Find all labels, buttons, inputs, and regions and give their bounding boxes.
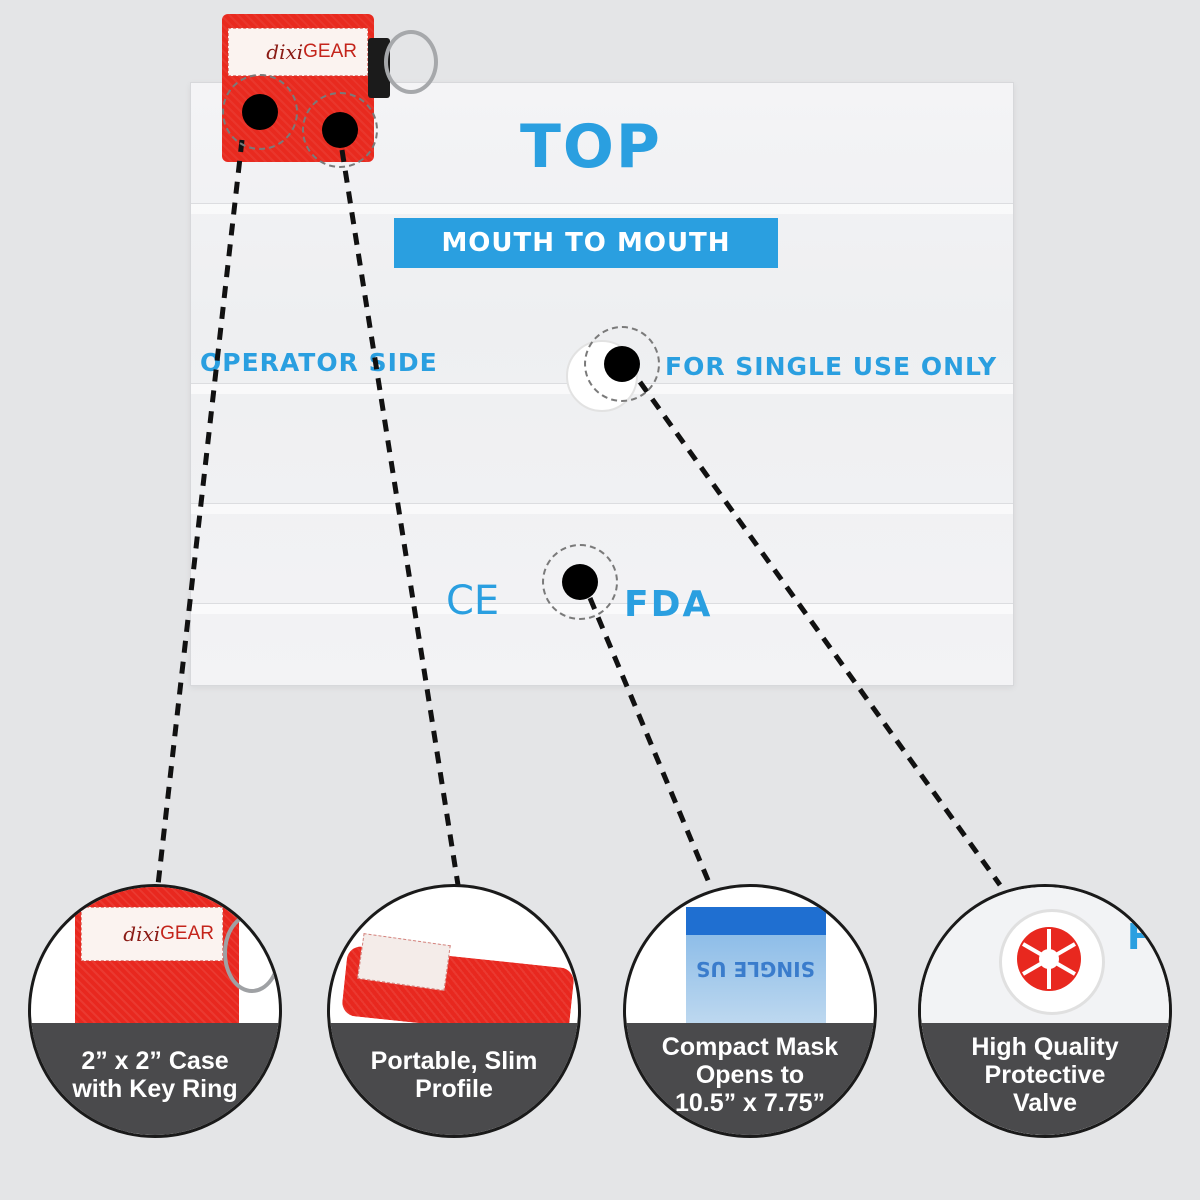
valve-hub (1039, 949, 1059, 969)
caption-line: 2” x 2” Case (81, 1047, 229, 1075)
sheet-fold (191, 503, 1013, 514)
feature-case: dixi GEAR 2” x 2” Case with Key Ring (28, 884, 282, 1138)
sheet-fda-text: FDA (624, 584, 713, 625)
feature-caption: Portable, Slim Profile (330, 1023, 578, 1135)
mask-bag-band (686, 907, 826, 935)
feature-valve: F High Quality Protective Valve (918, 884, 1172, 1138)
hotspot-mask[interactable] (542, 544, 618, 620)
hotspot-case[interactable] (222, 74, 298, 150)
sheet-ce-mark: CE (446, 578, 500, 624)
feature-caption: Compact Mask Opens to 10.5” x 7.75” (626, 1023, 874, 1135)
brand-suffix: GEAR (160, 923, 214, 944)
caption-line: Opens to (695, 1061, 805, 1089)
mask-bag-text: SINGLE US (696, 957, 816, 981)
case-brand-label: dixi GEAR (81, 907, 223, 961)
brand-suffix: GEAR (303, 41, 357, 62)
case-brand-label: dixi GEAR (228, 28, 368, 76)
caption-line: Profile (415, 1075, 493, 1103)
brand-prefix: dixi (123, 922, 161, 946)
sheet-operator-side-text: OPERATOR SIDE (200, 348, 438, 377)
caption-line: with Key Ring (72, 1075, 238, 1103)
feature-slim: Portable, Slim Profile (327, 884, 581, 1138)
feature-caption: 2” x 2” Case with Key Ring (31, 1023, 279, 1135)
sheet-mouth-to-mouth-band: MOUTH TO MOUTH (394, 218, 778, 268)
brand-prefix: dixi (266, 40, 304, 64)
sheet-fold (191, 203, 1013, 214)
key-ring-icon (384, 30, 438, 94)
caption-line: Protective (984, 1061, 1106, 1089)
hotspot-valve[interactable] (584, 326, 660, 402)
hotspot-slim[interactable] (302, 92, 378, 168)
sheet-top-text: TOP (520, 112, 662, 182)
caption-line: High Quality (971, 1033, 1119, 1061)
caption-line: Valve (1013, 1089, 1077, 1117)
caption-line: 10.5” x 7.75” (674, 1089, 826, 1117)
feature-case-photo: dixi GEAR (31, 887, 279, 1135)
key-ring-icon (223, 913, 279, 993)
sheet-single-use-text: FOR SINGLE USE ONLY (665, 352, 998, 381)
caption-line: Portable, Slim (370, 1047, 538, 1075)
caption-line: Compact Mask (661, 1033, 839, 1061)
feature-caption: High Quality Protective Valve (921, 1023, 1169, 1135)
feature-mask: SINGLE US Compact Mask Opens to 10.5” x … (623, 884, 877, 1138)
sheet-letter: F (1127, 917, 1152, 958)
